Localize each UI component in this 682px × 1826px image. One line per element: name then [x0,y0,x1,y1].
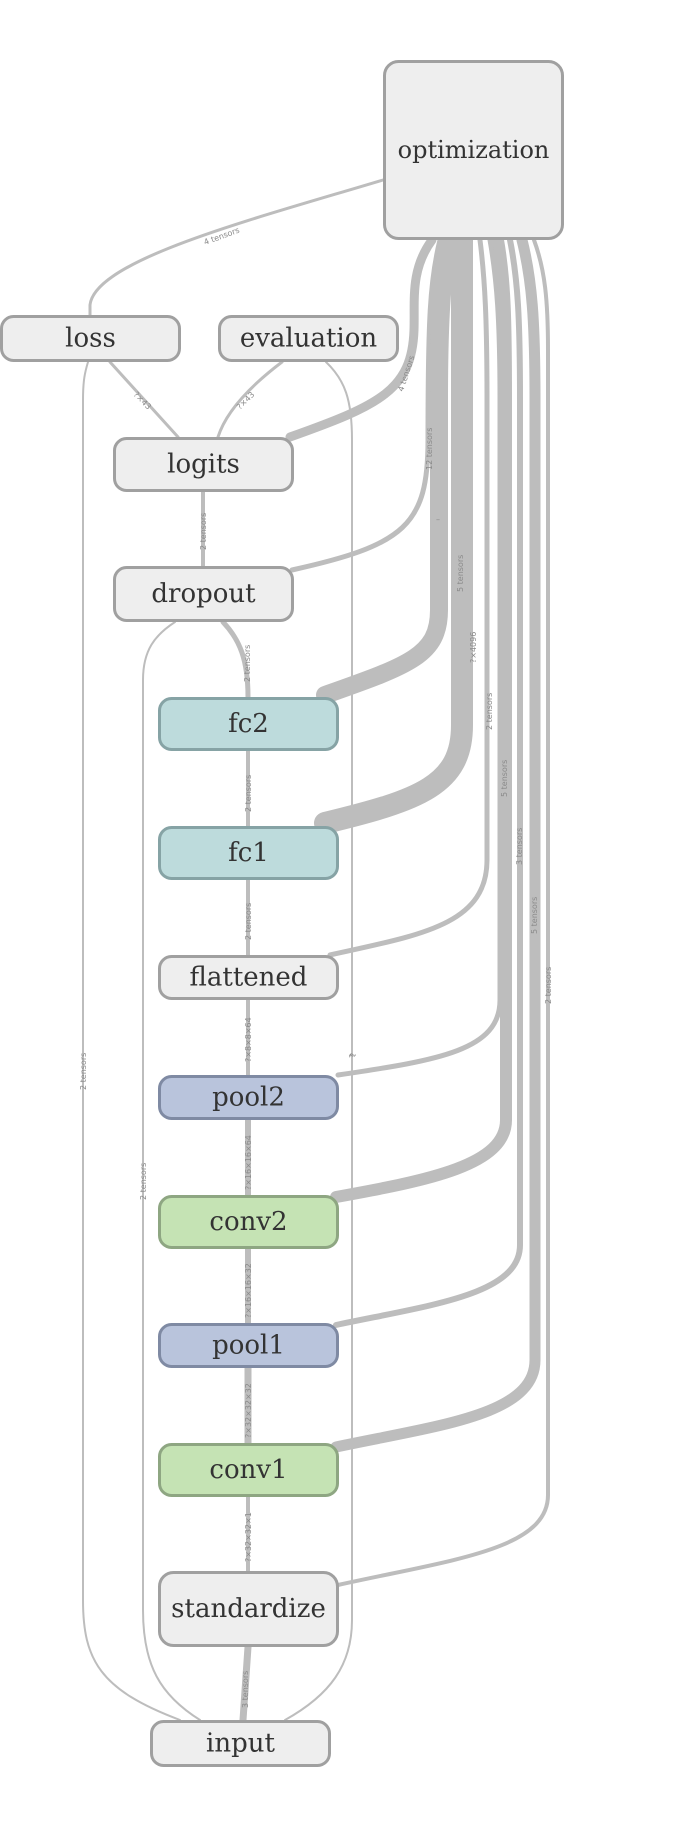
node-conv1-box[interactable] [158,1443,339,1497]
node-pool2-label: pool2 [212,1083,285,1113]
edge-label-opt-dropout: 12 tensors [425,428,434,470]
node-conv2-label: conv2 [209,1207,287,1237]
edge-label-input-dropout: 2 tensors [139,1163,148,1200]
edge-label-pool2-conv2: ?×16×16×64 [244,1135,253,1190]
edge-label-opt-fc2: 5 tensors [456,555,465,592]
edge-label-opt-flattened: 2 tensors [485,693,494,730]
edge-label-opt-pool2: 5 tensors [500,760,509,797]
node-pool2-box[interactable] [158,1075,339,1120]
edge-dropout-fc2 [220,619,251,700]
node-conv2-box[interactable] [158,1195,339,1249]
node-loss[interactable]: loss [0,315,181,362]
node-flattened-label: flattened [190,963,308,993]
node-flattened[interactable]: flattened [158,955,339,1000]
node-pool2[interactable]: pool2 [158,1075,339,1120]
node-dropout-box[interactable] [113,566,294,622]
node-optimization-label: optimization [398,136,550,164]
edge-optimization-fc1 [314,229,473,834]
edge-optimization-standardize [336,238,550,1587]
node-fc1-box[interactable] [158,826,339,880]
edge-input-evaluation [284,361,353,1721]
node-logits-box[interactable] [113,437,294,492]
edge-optimization-dropout [289,237,443,573]
edge-labels: 4 tensors 4 tensors 12 tensors – 5 tenso… [79,226,553,1708]
node-optimization-box[interactable] [383,60,564,240]
edge-label-dropout-fc2: 2 tensors [243,645,252,682]
edge-label-pool1-conv1: ?×32×32×32 [244,1383,253,1438]
node-loss-label: loss [65,324,116,354]
edge-label-conv2-pool1: ?×16×16×32 [244,1263,253,1318]
node-pool1[interactable]: pool1 [158,1323,339,1368]
edge-label-opt-pool1: 5 tensors [530,897,539,934]
edge-optimization-logits [285,235,437,442]
edge-label-fc1-flattened: 2 tensors [244,903,253,940]
edge-label-opt-pool2-side: ? [348,1054,357,1058]
edge-optimization-conv2 [330,234,512,1203]
node-fc2-box[interactable] [158,697,339,751]
node-input-label: input [206,1729,275,1759]
node-standardize[interactable]: standardize [158,1571,339,1647]
edge-label-opt-conv2: 3 tensors [515,828,524,865]
graph-edges [82,178,550,1724]
node-logits-label: logits [167,450,240,480]
edge-loss-logits [108,360,180,439]
node-fc1-label: fc1 [228,838,269,868]
edge-label-input-eval: ? [349,1053,358,1057]
edge-optimization-fc2 [316,231,457,704]
edge-optimization-pool1 [333,237,523,1328]
node-logits[interactable]: logits [113,437,294,492]
edge-label-loss-logits: ?×43 [132,390,153,411]
node-standardize-label: standardize [171,1594,326,1624]
node-dropout[interactable]: dropout [113,566,294,622]
node-evaluation[interactable]: evaluation [218,315,399,362]
graph-nodes: optimization loss evaluation logits dropout f… [0,60,564,1767]
edge-optimization-conv1 [330,234,541,1453]
edge-label-standardize-input: 3 tensors [241,1671,250,1708]
node-input[interactable]: input [150,1720,331,1767]
node-pool1-box[interactable] [158,1323,339,1368]
edge-label-flattened-pool2: ?×8×8×64 [244,1017,253,1062]
node-standardize-box[interactable] [158,1571,339,1647]
node-flattened-box[interactable] [158,955,339,1000]
edge-standardize-input [239,1643,252,1724]
edge-label-conv1-standardize: ?×32×32×1 [244,1512,253,1562]
node-evaluation-box[interactable] [218,315,399,362]
edge-input-loss [82,361,181,1721]
node-dropout-label: dropout [151,579,256,609]
node-fc1[interactable]: fc1 [158,826,339,880]
edge-label-opt-conv1: 2 tensors [544,967,553,1004]
node-conv2[interactable]: conv2 [158,1195,339,1249]
node-pool1-label: pool1 [212,1331,285,1361]
edge-evaluation-logits [216,360,284,439]
node-conv1-label: conv1 [209,1455,287,1485]
edge-label-fc2-fc1: 2 tensors [244,775,253,812]
node-optimization[interactable]: optimization [383,60,564,240]
edge-label-opt-fc1: ?×4096 [469,632,478,663]
edge-label-eval-logits: ?×43 [235,390,256,411]
edge-label-opt-dash: – [436,515,440,524]
node-fc2[interactable]: fc2 [158,697,339,751]
edge-input-dropout [142,621,201,1721]
node-conv1[interactable]: conv1 [158,1443,339,1497]
edge-optimization-flattened [327,237,490,958]
node-fc2-label: fc2 [228,709,269,739]
node-input-box[interactable] [150,1720,331,1767]
edge-optimization-loss [88,178,385,317]
edge-label-input-loss: 2 tensors [79,1053,88,1090]
node-loss-box[interactable] [0,315,181,362]
node-evaluation-label: evaluation [240,324,378,354]
edge-label-logits-dropout: 2 tensors [199,513,208,550]
edge-optimization-pool2 [335,237,503,1078]
